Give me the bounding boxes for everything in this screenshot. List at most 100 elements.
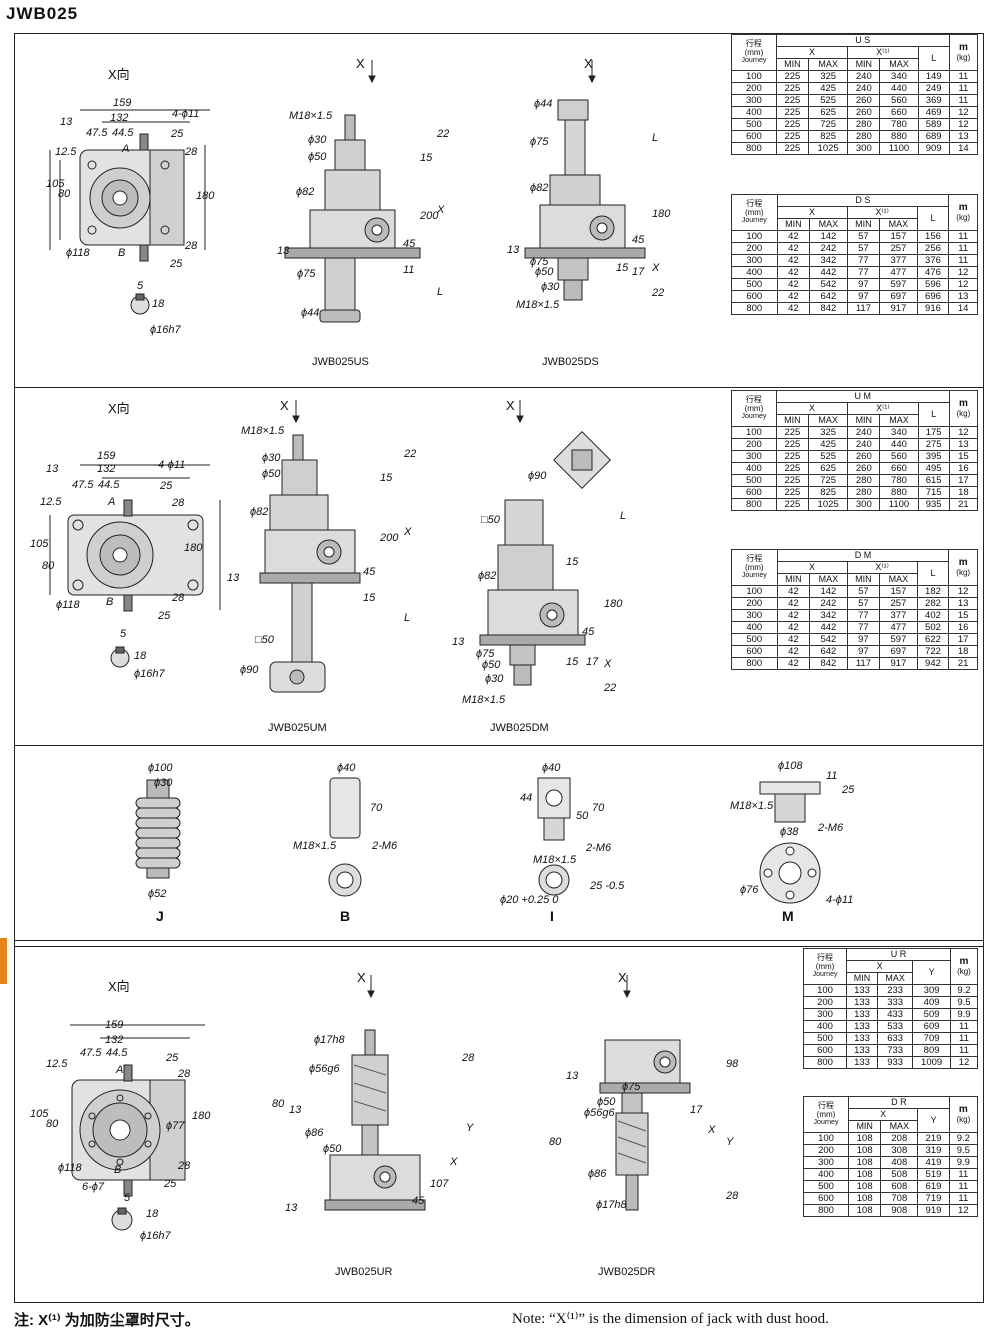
accessory-drawing-j <box>135 779 181 879</box>
dim-label: ϕ82 <box>250 506 269 518</box>
dim-label: 45 <box>403 238 416 250</box>
table-cell: 182 <box>916 585 950 598</box>
col-header-l: L <box>917 402 950 427</box>
mass-symbol: m <box>958 398 968 410</box>
table-cell: 260 <box>847 462 881 475</box>
dim-label: 44 <box>520 792 533 804</box>
table-cell: 133 <box>846 996 878 1009</box>
dim-label: M18×1.5 <box>293 840 337 852</box>
journey-header-line: 行程 <box>746 554 763 564</box>
table-type-header: D S <box>776 194 950 207</box>
dim-label: Y <box>466 1122 474 1134</box>
dim-label: ϕ76 <box>740 884 759 896</box>
table-cell: 12 <box>948 585 978 598</box>
section-divider <box>14 745 984 746</box>
dim-label: 22 <box>604 682 617 694</box>
dim-label: □50 <box>255 634 274 646</box>
journey-header-line: Journey <box>741 57 767 65</box>
dim-label: Y <box>726 1136 734 1148</box>
table-cell: 18 <box>948 645 978 658</box>
table-cell: 42 <box>776 278 811 291</box>
dim-label: 13 <box>277 245 290 257</box>
table-cell: 442 <box>809 621 848 634</box>
x-arrow-label: X <box>618 970 627 985</box>
col-header-y: Y <box>912 960 951 985</box>
col-header-x1: X⁽¹⁾ <box>847 402 919 415</box>
dim-label: 2-M6 <box>586 842 612 854</box>
table-cell: 200 <box>802 996 848 1009</box>
table-cell: 609 <box>912 1020 951 1033</box>
journey-header-line: (mm) <box>744 47 764 57</box>
table-type-header: D R <box>848 1096 950 1109</box>
table-cell: 260 <box>847 94 881 107</box>
table-cell: 12 <box>948 1204 979 1217</box>
table-cell: 13 <box>948 130 979 143</box>
dim-label: ϕ90 <box>240 664 259 676</box>
mass-symbol: m <box>958 557 968 569</box>
table-cell: 880 <box>879 130 919 143</box>
dim-label: ϕ30 <box>262 452 281 464</box>
dim-label: ϕ75 <box>530 256 549 268</box>
table-cell: 280 <box>847 474 881 487</box>
col-header-min: MIN <box>846 972 878 985</box>
table-cell: 615 <box>917 474 950 487</box>
table-cell: 100 <box>802 1132 850 1145</box>
table-cell: 780 <box>879 118 919 131</box>
dim-label: X <box>652 262 660 274</box>
table-cell: 625 <box>808 106 849 119</box>
col-header-max: MAX <box>808 414 849 427</box>
table-cell: 708 <box>880 1192 919 1205</box>
dim-label: 25 <box>158 610 171 622</box>
table-cell: 12 <box>949 1056 979 1069</box>
dim-label: 5 <box>120 628 127 640</box>
mass-symbol: m <box>958 202 968 214</box>
dim-label: 45 <box>412 1195 425 1207</box>
table-cell: 697 <box>879 645 918 658</box>
dim-label: 80 <box>42 560 55 572</box>
dim-label: ϕ75 <box>530 136 549 148</box>
dim-label: 180 <box>184 542 203 554</box>
dim-label: ϕ56g6 <box>309 1063 340 1075</box>
table-cell: 133 <box>846 1008 878 1021</box>
journey-header: 行程(mm)Journey <box>802 948 848 985</box>
table-cell: 9.2 <box>948 1132 979 1145</box>
dim-label: 18 <box>134 650 147 662</box>
dim-label: 98 <box>726 1058 739 1070</box>
table-cell: 256 <box>916 242 950 255</box>
dim-label: 80 <box>58 188 71 200</box>
dim-label: 12.5 <box>46 1058 68 1070</box>
page-title: JWB025 <box>6 4 79 23</box>
table-cell: 42 <box>776 230 811 243</box>
table-cell: 525 <box>808 450 849 463</box>
table-cell: 100 <box>731 230 778 243</box>
accessory-drawing-m <box>759 781 821 904</box>
table-cell: 300 <box>731 609 778 622</box>
jack-drawing-dr <box>599 975 691 1211</box>
table-cell: 42 <box>776 242 811 255</box>
table-cell: 909 <box>917 142 950 155</box>
col-header-min: MIN <box>775 414 810 427</box>
view-title-x-direction: X向 <box>108 979 130 994</box>
table-cell: 342 <box>809 254 848 267</box>
table-cell: 240 <box>847 82 881 95</box>
dim-label: X <box>450 1156 458 1168</box>
dim-label: ϕ56g6 <box>584 1107 615 1119</box>
col-header-min: MIN <box>846 573 881 586</box>
dim-label: 200 <box>420 210 439 222</box>
table-cell: 16 <box>948 462 979 475</box>
table-cell: 225 <box>775 498 810 511</box>
table-cell: 500 <box>731 633 778 646</box>
table-cell: 917 <box>879 302 918 315</box>
table-cell: 500 <box>802 1180 850 1193</box>
